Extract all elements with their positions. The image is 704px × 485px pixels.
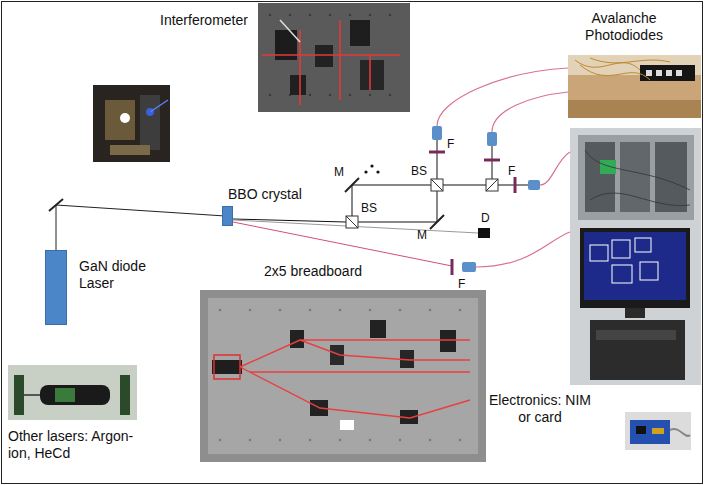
interferometer-schematic <box>345 126 540 275</box>
photodiodes-photo <box>568 55 701 118</box>
laser-node: GaN diode Laser <box>45 250 151 325</box>
beamsplitter-label: BS <box>361 201 377 215</box>
electronics-rack-photo <box>570 128 701 385</box>
filter-label: F <box>508 164 515 178</box>
filter-label: F <box>458 277 465 291</box>
optical-fibers <box>437 68 570 267</box>
photo-caption: Electronics: NIM or card <box>488 392 592 426</box>
other-lasers-photo <box>8 365 137 420</box>
crystal-node: BBO crystal <box>222 186 302 226</box>
photo-caption: Interferometer <box>160 12 248 29</box>
laser-body <box>45 250 67 325</box>
breadboard-photo <box>200 290 486 462</box>
counter-card-photo <box>625 412 691 450</box>
component-label: BBO crystal <box>228 186 302 203</box>
photo-caption: 2x5 breadboard <box>264 263 362 280</box>
filter-label: F <box>447 137 454 151</box>
mirror-label: M <box>417 228 427 242</box>
crystal-mount-photo <box>93 85 170 162</box>
photo-caption: Avalanche Photodiodes <box>566 10 682 44</box>
mirror-label: M <box>334 165 344 179</box>
idler-beam <box>233 222 452 266</box>
beamsplitter-label: BS <box>411 164 427 178</box>
photo-caption: Other lasers: Argon-ion, HeCd <box>8 428 136 462</box>
crystal-body <box>222 206 233 226</box>
laser-beam <box>56 205 222 250</box>
interferometer-photo <box>258 3 410 112</box>
detector-label: D <box>481 211 490 225</box>
component-label: GaN diode Laser <box>79 258 151 292</box>
